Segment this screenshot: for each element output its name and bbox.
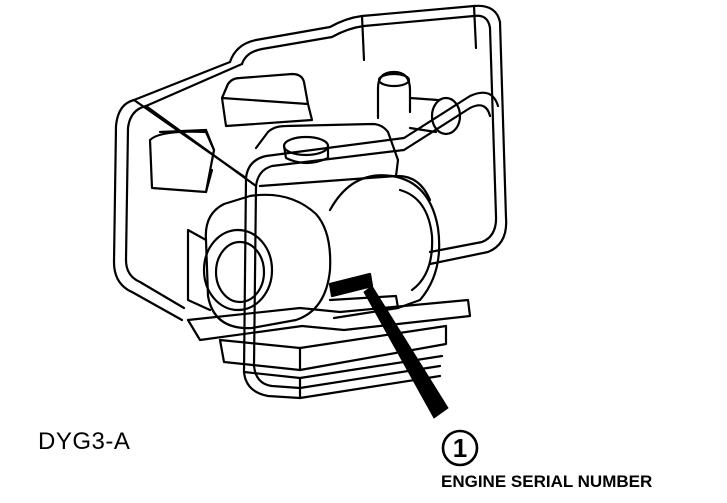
callout-leader	[363, 285, 449, 419]
callout-circle	[441, 429, 479, 467]
engine-top	[254, 122, 400, 188]
model-code-label: DYG3-A	[38, 428, 131, 455]
recoil-starter	[186, 193, 332, 330]
rear-frame	[228, 4, 508, 266]
fuel-tank	[220, 72, 314, 128]
callout-number: 1	[452, 433, 468, 463]
discharge-pipe	[376, 70, 462, 136]
callout-label: ENGINE SERIAL NUMBER	[441, 472, 653, 491]
pump-volute	[328, 174, 441, 320]
air-cleaner	[148, 128, 216, 194]
